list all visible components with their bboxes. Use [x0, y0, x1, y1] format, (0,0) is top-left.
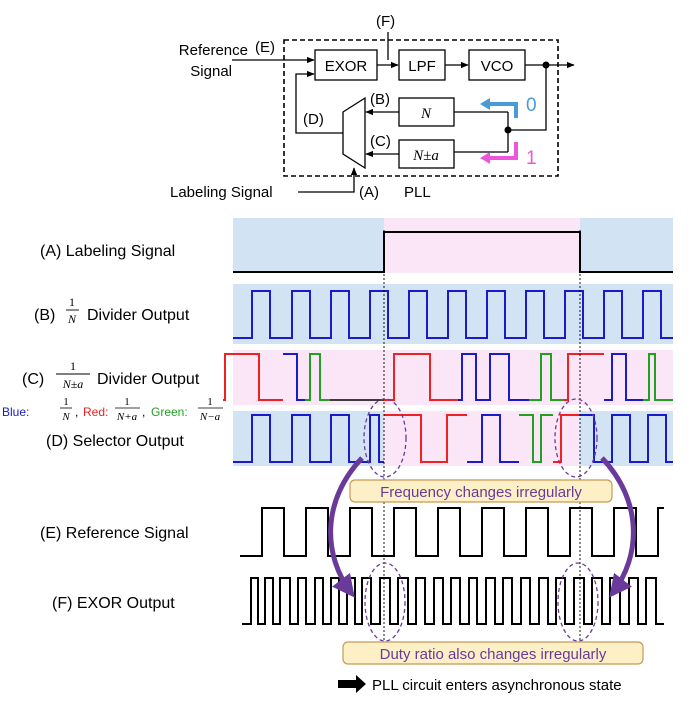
- row-c-frac-den: N±a: [62, 377, 84, 391]
- labeling-input-wire: [298, 167, 358, 193]
- mux-to-exor-wire: [295, 70, 343, 134]
- waveforms: [223, 231, 673, 625]
- zero-path-arrow: [488, 102, 518, 118]
- row-a-label: (A) Labeling Signal: [40, 243, 175, 260]
- arrow-right-curve: [600, 456, 636, 598]
- legend-blue-num: 1: [63, 396, 69, 408]
- reference-signal-label-1: Reference: [179, 42, 248, 59]
- band-c: [233, 350, 673, 405]
- labeling-signal-label: Labeling Signal: [170, 184, 273, 201]
- wave-c-red-2: [384, 353, 458, 401]
- tag-a-block: (A): [359, 184, 379, 201]
- freq-callout-box: [349, 479, 613, 503]
- wave-c-blue-2: [458, 353, 529, 401]
- zero-label: 0: [526, 95, 537, 116]
- pll-label: PLL: [404, 184, 431, 201]
- row-b-frac-num: 1: [69, 295, 75, 309]
- vco-label: VCO: [481, 58, 514, 75]
- wave-a-labeling: [233, 231, 673, 273]
- ellipse-d-right: [554, 398, 598, 478]
- row-f-label: (F) EXOR Output: [52, 595, 175, 612]
- tag-e-block: (E): [255, 39, 275, 56]
- wave-c-red-3: [564, 353, 604, 401]
- wave-f-exor: [242, 577, 664, 625]
- vco-block: [468, 49, 526, 81]
- row-e-label: (E) Reference Signal: [40, 525, 189, 542]
- ellipse-f-left: [364, 562, 406, 642]
- wave-d-red-2: [553, 414, 580, 463]
- band-b: [233, 284, 673, 344]
- row-b-frac-den: N: [67, 312, 77, 326]
- band-a-left: [233, 218, 384, 273]
- legend-blue: Blue:: [2, 405, 29, 419]
- row-d-label: (D) Selector Output: [46, 433, 184, 450]
- ellipse-f-right: [557, 562, 599, 642]
- npa-divider-block: [398, 139, 455, 169]
- block-diagram: Reference Signal (E) EXOR LPF VCO (F) N …: [170, 13, 575, 201]
- duty-callout-box: [342, 641, 644, 665]
- freq-callout-text: Frequency changes irregularly: [380, 484, 582, 501]
- tag-f-block: (F): [376, 13, 395, 30]
- legend-red: Red:: [83, 405, 108, 419]
- exor-label: EXOR: [325, 58, 368, 75]
- wave-d-red-1: [384, 414, 467, 463]
- legend-green-num: 1: [207, 396, 213, 408]
- tag-b-block: (B): [370, 91, 390, 108]
- row-c-frac-num: 1: [70, 359, 76, 373]
- tag-d-block: (D): [303, 111, 324, 128]
- wave-c-red-1: [223, 353, 283, 401]
- band-a-right: [580, 218, 673, 273]
- band-d-left: [233, 411, 384, 466]
- legend-green-den: N−a: [199, 411, 221, 423]
- npa-divider-label: N±a: [412, 148, 439, 164]
- row-c-suffix: Divider Output: [97, 371, 200, 388]
- legend-comma-1: ,: [75, 405, 78, 419]
- zero-arrowhead: [480, 98, 490, 110]
- lpf-label: LPF: [408, 58, 436, 75]
- legend-red-num: 1: [124, 396, 130, 408]
- ellipse-d-left: [363, 398, 407, 478]
- wave-c-blue-1: [283, 353, 305, 401]
- one-path-arrow: [488, 142, 518, 160]
- selector-mux: [342, 96, 366, 170]
- wave-c-green-1: [305, 353, 330, 401]
- wave-c-blue-3: [604, 353, 643, 401]
- pll-boundary: [283, 39, 559, 177]
- band-a-mid: [384, 218, 580, 273]
- wave-c-green-3: [643, 353, 673, 401]
- one-label: 1: [526, 148, 537, 169]
- band-d-right: [580, 411, 673, 466]
- legend-blue-den: N: [61, 411, 70, 423]
- wave-b-divider-n: [233, 290, 673, 339]
- async-arrow-icon: [338, 675, 366, 693]
- annotations: Frequency changes irregularly Duty ratio…: [328, 398, 644, 694]
- wave-d-blue-3: [580, 414, 673, 463]
- wave-e-reference: [240, 507, 664, 557]
- row-labels: (A) Labeling Signal (B) 1 N Divider Outp…: [2, 243, 223, 612]
- legend-comma-2: ,: [142, 405, 145, 419]
- wave-d-blue-2: [467, 414, 519, 463]
- duty-callout-text: Duty ratio also changes irregularly: [380, 646, 607, 663]
- wave-d-blue-1: [233, 414, 384, 463]
- n-divider-label: N: [420, 106, 432, 122]
- feedback-wire: [508, 65, 547, 131]
- legend-green: Green:: [151, 405, 188, 419]
- legend-red-den: N+a: [116, 411, 138, 423]
- tag-c-block: (C): [370, 133, 391, 150]
- row-b-prefix: (B): [34, 307, 55, 324]
- wave-d-green-1: [519, 414, 553, 463]
- async-text: PLL circuit enters asynchronous state: [372, 677, 622, 694]
- feedback-node: [504, 126, 512, 134]
- n-divider-block: [398, 97, 455, 127]
- row-c-prefix: (C): [22, 371, 44, 388]
- row-b-suffix: Divider Output: [87, 307, 190, 324]
- reference-signal-label-2: Signal: [190, 63, 232, 80]
- wave-c-green-2: [529, 353, 564, 401]
- arrow-left-curve: [328, 456, 364, 598]
- background-bands: [233, 218, 673, 466]
- one-arrowhead: [480, 152, 490, 164]
